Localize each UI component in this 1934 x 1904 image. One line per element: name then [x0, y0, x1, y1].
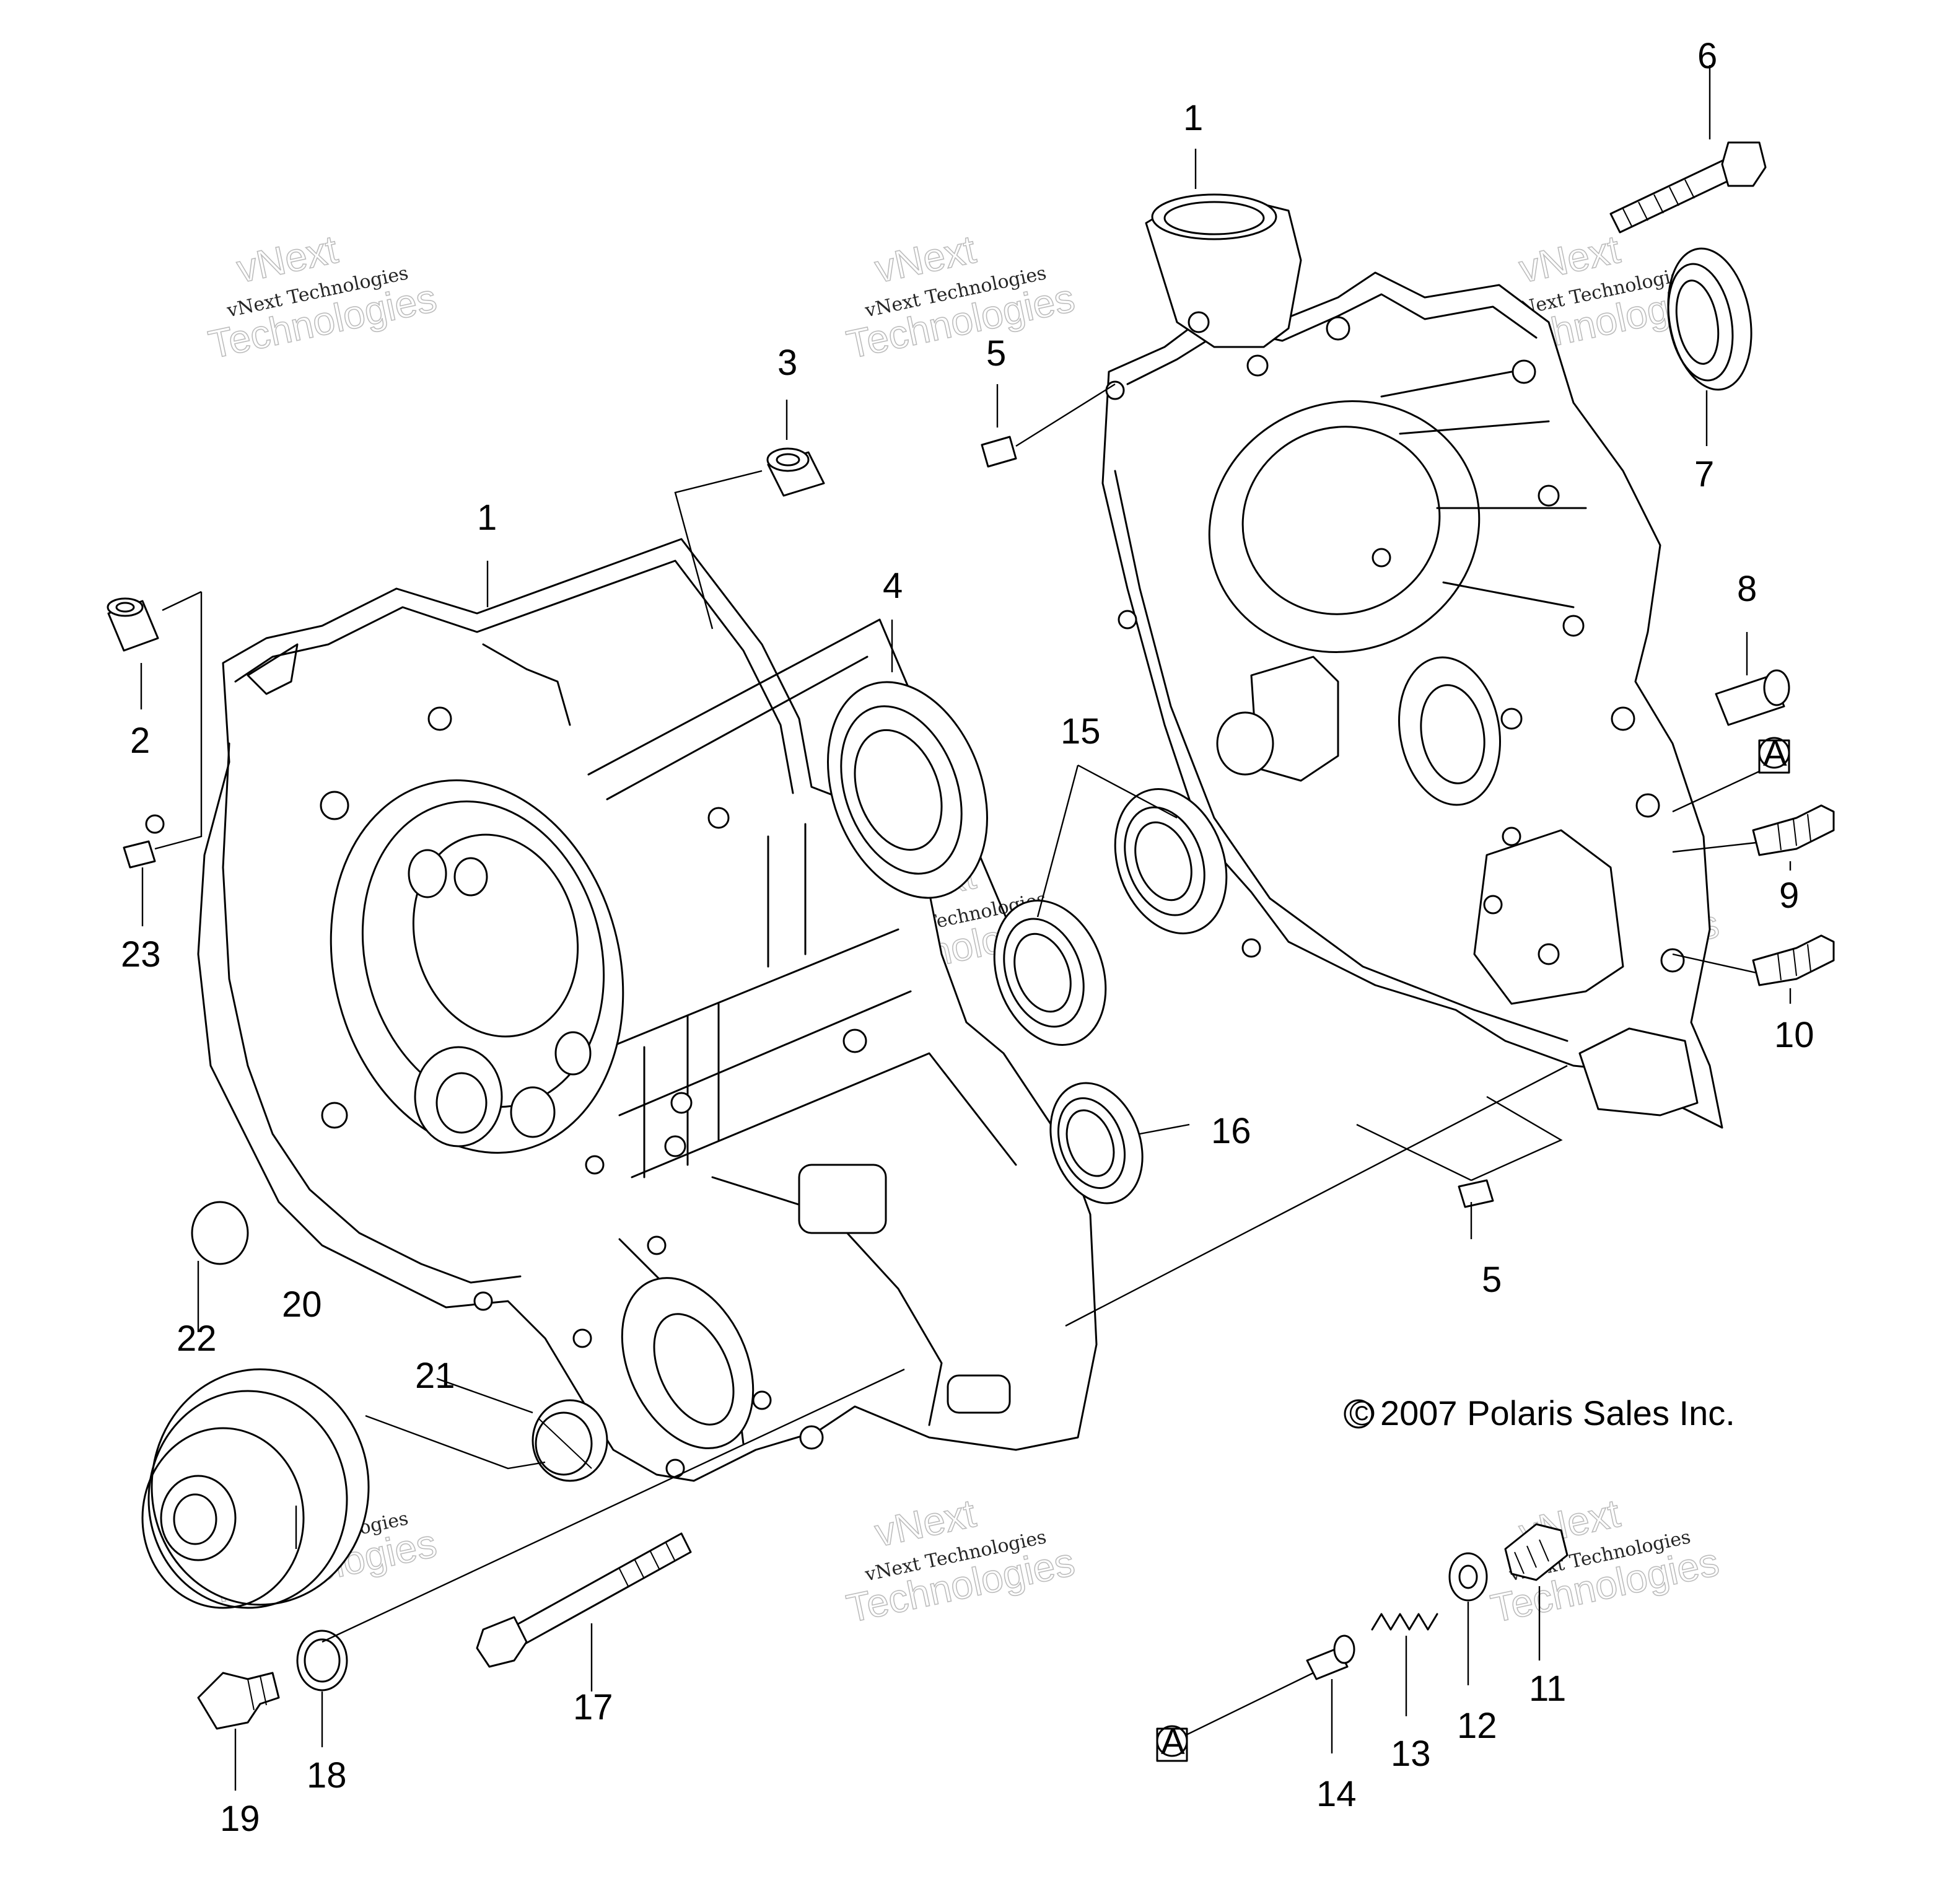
callout-18: 18 — [307, 1755, 347, 1796]
callout-9: 9 — [1779, 875, 1799, 916]
part-5-top-pin — [981, 436, 1017, 468]
part-13-spring — [1371, 1613, 1438, 1631]
callout-19: 19 — [220, 1799, 260, 1839]
callout-15: 15 — [1061, 711, 1101, 752]
part-4-bearing — [827, 681, 988, 899]
part-16-bearing — [1049, 1082, 1144, 1204]
callout-11: 11 — [1529, 1669, 1566, 1709]
callout-16: 16 — [1211, 1111, 1251, 1151]
callout-labels: 1 1 2 3 4 5 5 6 7 8 9 10 11 12 13 14 15 … — [121, 36, 1814, 1839]
callout-1-right: 1 — [1183, 98, 1203, 138]
part-8-plug — [1715, 669, 1790, 726]
watermark-2: vNext vNext Technologies Technologies — [842, 226, 1079, 367]
callout-7: 7 — [1694, 454, 1714, 494]
callout-1-left: 1 — [477, 498, 497, 538]
part-2-sleeve — [107, 597, 159, 652]
callout-5-top: 5 — [986, 333, 1006, 374]
part-7-seal — [1667, 247, 1752, 391]
leader-lines — [140, 65, 1792, 1791]
part-23-pin — [123, 840, 156, 869]
reference-mark-a-upper: A — [1758, 734, 1790, 774]
callout-21: 21 — [415, 1356, 455, 1396]
callout-6: 6 — [1697, 36, 1717, 76]
callout-3: 3 — [777, 343, 797, 383]
part-6-bolt — [1609, 141, 1767, 234]
part-12-washer — [1448, 1552, 1488, 1602]
copyright-notice: © 2007 Polaris Sales Inc. — [1344, 1393, 1735, 1432]
callout-10: 10 — [1774, 1015, 1814, 1055]
part-3-sleeve — [766, 447, 825, 497]
part-11-bolt — [1504, 1523, 1569, 1581]
svg-text:A: A — [1763, 734, 1787, 774]
copyright-symbol: © — [1349, 1393, 1375, 1432]
callout-14: 14 — [1316, 1774, 1357, 1814]
reference-mark-a-lower: A — [1156, 1722, 1188, 1762]
callout-12: 12 — [1457, 1706, 1497, 1746]
callout-23: 23 — [121, 934, 161, 975]
part-15-bearing-a — [1114, 788, 1228, 934]
part-17-bolt — [476, 1532, 692, 1668]
callout-13: 13 — [1391, 1734, 1431, 1774]
callout-8: 8 — [1737, 569, 1757, 609]
watermark-1: vNext vNext Technologies Technologies — [204, 226, 441, 367]
part-21-seal — [532, 1399, 608, 1482]
callout-22: 22 — [177, 1318, 217, 1359]
callout-2: 2 — [130, 721, 150, 761]
left-crankcase-half — [145, 538, 1098, 1482]
copyright-text: 2007 Polaris Sales Inc. — [1380, 1393, 1735, 1432]
part-20-pulley — [141, 1368, 370, 1609]
part-14-plunger — [1306, 1634, 1355, 1680]
part-10-fitting — [1752, 934, 1835, 986]
part-18-washer — [296, 1630, 348, 1691]
part-19-drain-plug — [197, 1672, 280, 1730]
svg-text:A: A — [1161, 1722, 1185, 1762]
watermark-8: vNext vNext Technologies Technologies — [842, 1490, 1079, 1631]
callout-4: 4 — [883, 566, 903, 606]
callout-20: 20 — [282, 1284, 322, 1325]
right-crankcase-half — [1101, 193, 1723, 1129]
part-22-plug — [191, 1201, 249, 1265]
callout-17: 17 — [573, 1687, 613, 1727]
part-9-fitting — [1752, 804, 1835, 856]
part-15-bearing-b — [993, 900, 1107, 1046]
part-5-right-pin — [1458, 1179, 1494, 1208]
callout-5-right: 5 — [1482, 1260, 1502, 1300]
